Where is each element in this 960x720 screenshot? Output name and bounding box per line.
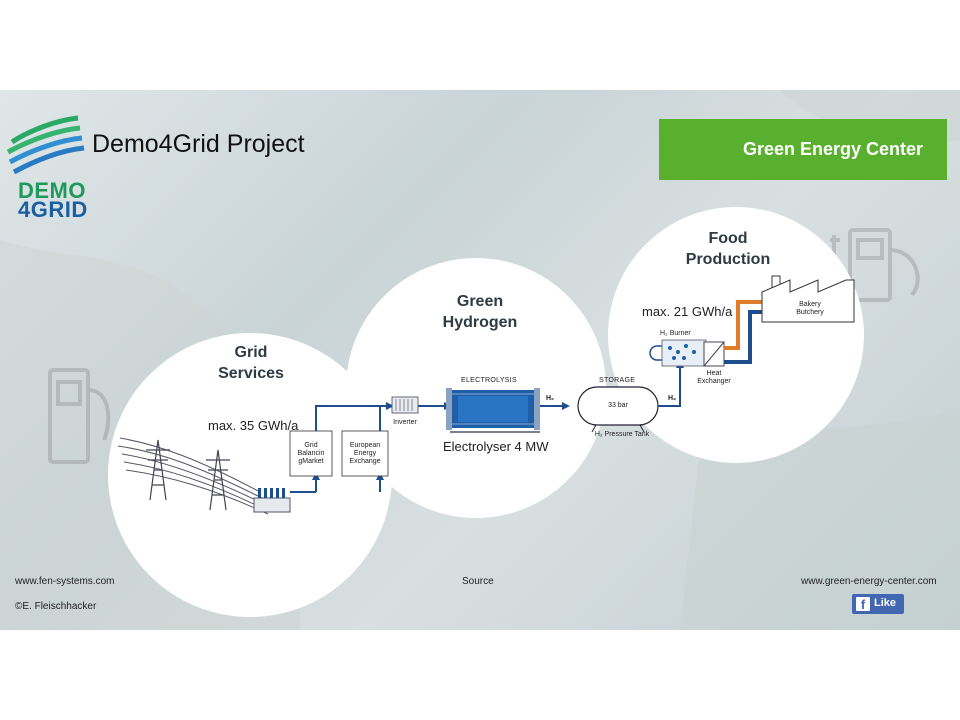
electrolyser-icon <box>446 388 540 433</box>
flow-arrows <box>562 402 570 410</box>
transformer-icon <box>253 488 291 513</box>
process-diagram <box>0 90 960 630</box>
food-title-line2: Production <box>685 251 771 268</box>
like-label: Like <box>874 597 897 609</box>
food-production-title: Food Production <box>676 228 780 270</box>
factory-label: Bakery Butchery <box>784 301 836 317</box>
power-lines-illustration <box>117 437 269 515</box>
grid-title-line1: Grid <box>234 344 268 361</box>
footer-left-link[interactable]: www.fen-systems.com <box>15 576 115 587</box>
hot-water-line <box>724 300 762 350</box>
grid-capacity: max. 35 GWh/a <box>208 418 299 433</box>
storage-label: STORAGE <box>599 377 636 384</box>
facebook-icon: f <box>856 597 870 612</box>
energy-exchange-label: European Energy Exchange <box>342 442 388 466</box>
heat-exchanger-label: Heat Exchanger <box>694 370 734 386</box>
page-title: Demo4Grid Project <box>92 130 305 158</box>
grid-title-line2: Services <box>218 365 284 382</box>
box1-line: Grid <box>304 442 318 449</box>
footer-source: Source <box>462 576 494 587</box>
fuel-pump-icon <box>48 368 111 464</box>
power-pylon-icon <box>146 439 230 511</box>
box2-line: Energy <box>353 450 377 457</box>
grid-services-title: Grid Services <box>206 342 296 384</box>
green-energy-center-logo[interactable]: Green Energy Center <box>659 119 947 180</box>
footer-right-link[interactable]: www.green-energy-center.com <box>801 576 937 587</box>
food-title-line1: Food <box>708 230 748 247</box>
grid-balancing-box <box>289 430 333 477</box>
hydrogen-title-line1: Green <box>456 293 504 310</box>
food-capacity: max. 21 GWh/a <box>642 304 733 319</box>
heat-exchanger-line: Exchanger <box>697 378 731 385</box>
green-hydrogen-title: Green Hydrogen <box>430 291 530 333</box>
inverter-icon <box>391 396 419 414</box>
green-hydrogen-circle <box>346 258 606 518</box>
partner-logo-text: Green Energy Center <box>742 139 923 159</box>
slide: Demo4Grid Project DEMO 4GRID Green Energ… <box>0 90 960 630</box>
footer-credit: ©E. Fleischhacker <box>15 601 97 612</box>
hydrogen-title-line2: Hydrogen <box>442 314 518 331</box>
tank-label: H₂ Pressure Tank <box>594 431 650 438</box>
box1-line: gMarket <box>298 458 324 465</box>
h2-label: H₂ <box>668 395 677 402</box>
logo-text-grid: 4GRID <box>18 197 88 222</box>
grid-balancing-label: Grid Balancin gMarket <box>290 442 332 466</box>
inverter-label: Inverter <box>393 419 417 426</box>
return-water-line <box>724 310 762 364</box>
demo4grid-logo-icon <box>6 115 85 175</box>
hydrogen-pipe <box>658 360 681 407</box>
tank-pressure: 33 bar <box>608 402 628 409</box>
burner-label: H₂ Burner <box>660 330 691 337</box>
heat-exchanger-line: Heat <box>706 370 722 377</box>
heat-exchanger-icon <box>703 341 725 367</box>
electrolysis-label: ELECTROLYSIS <box>461 377 517 384</box>
logo-text-demo: DEMO <box>18 178 86 203</box>
factory-icon <box>761 275 855 323</box>
grid-services-circle <box>108 333 392 617</box>
h2-label: H₂ <box>546 395 555 402</box>
box2-line: Exchange <box>349 458 381 465</box>
background-landmass <box>680 410 960 630</box>
h2-burner-icon <box>649 339 707 367</box>
electrolyser-caption: Electrolyser 4 MW <box>443 439 549 454</box>
factory-line: Bakery <box>799 301 821 308</box>
box1-line: Balancin <box>297 450 325 457</box>
factory-line: Butchery <box>796 309 824 316</box>
box2-line: European <box>349 442 381 449</box>
energy-exchange-box <box>341 430 389 477</box>
facebook-like-button[interactable]: f Like <box>852 594 904 614</box>
